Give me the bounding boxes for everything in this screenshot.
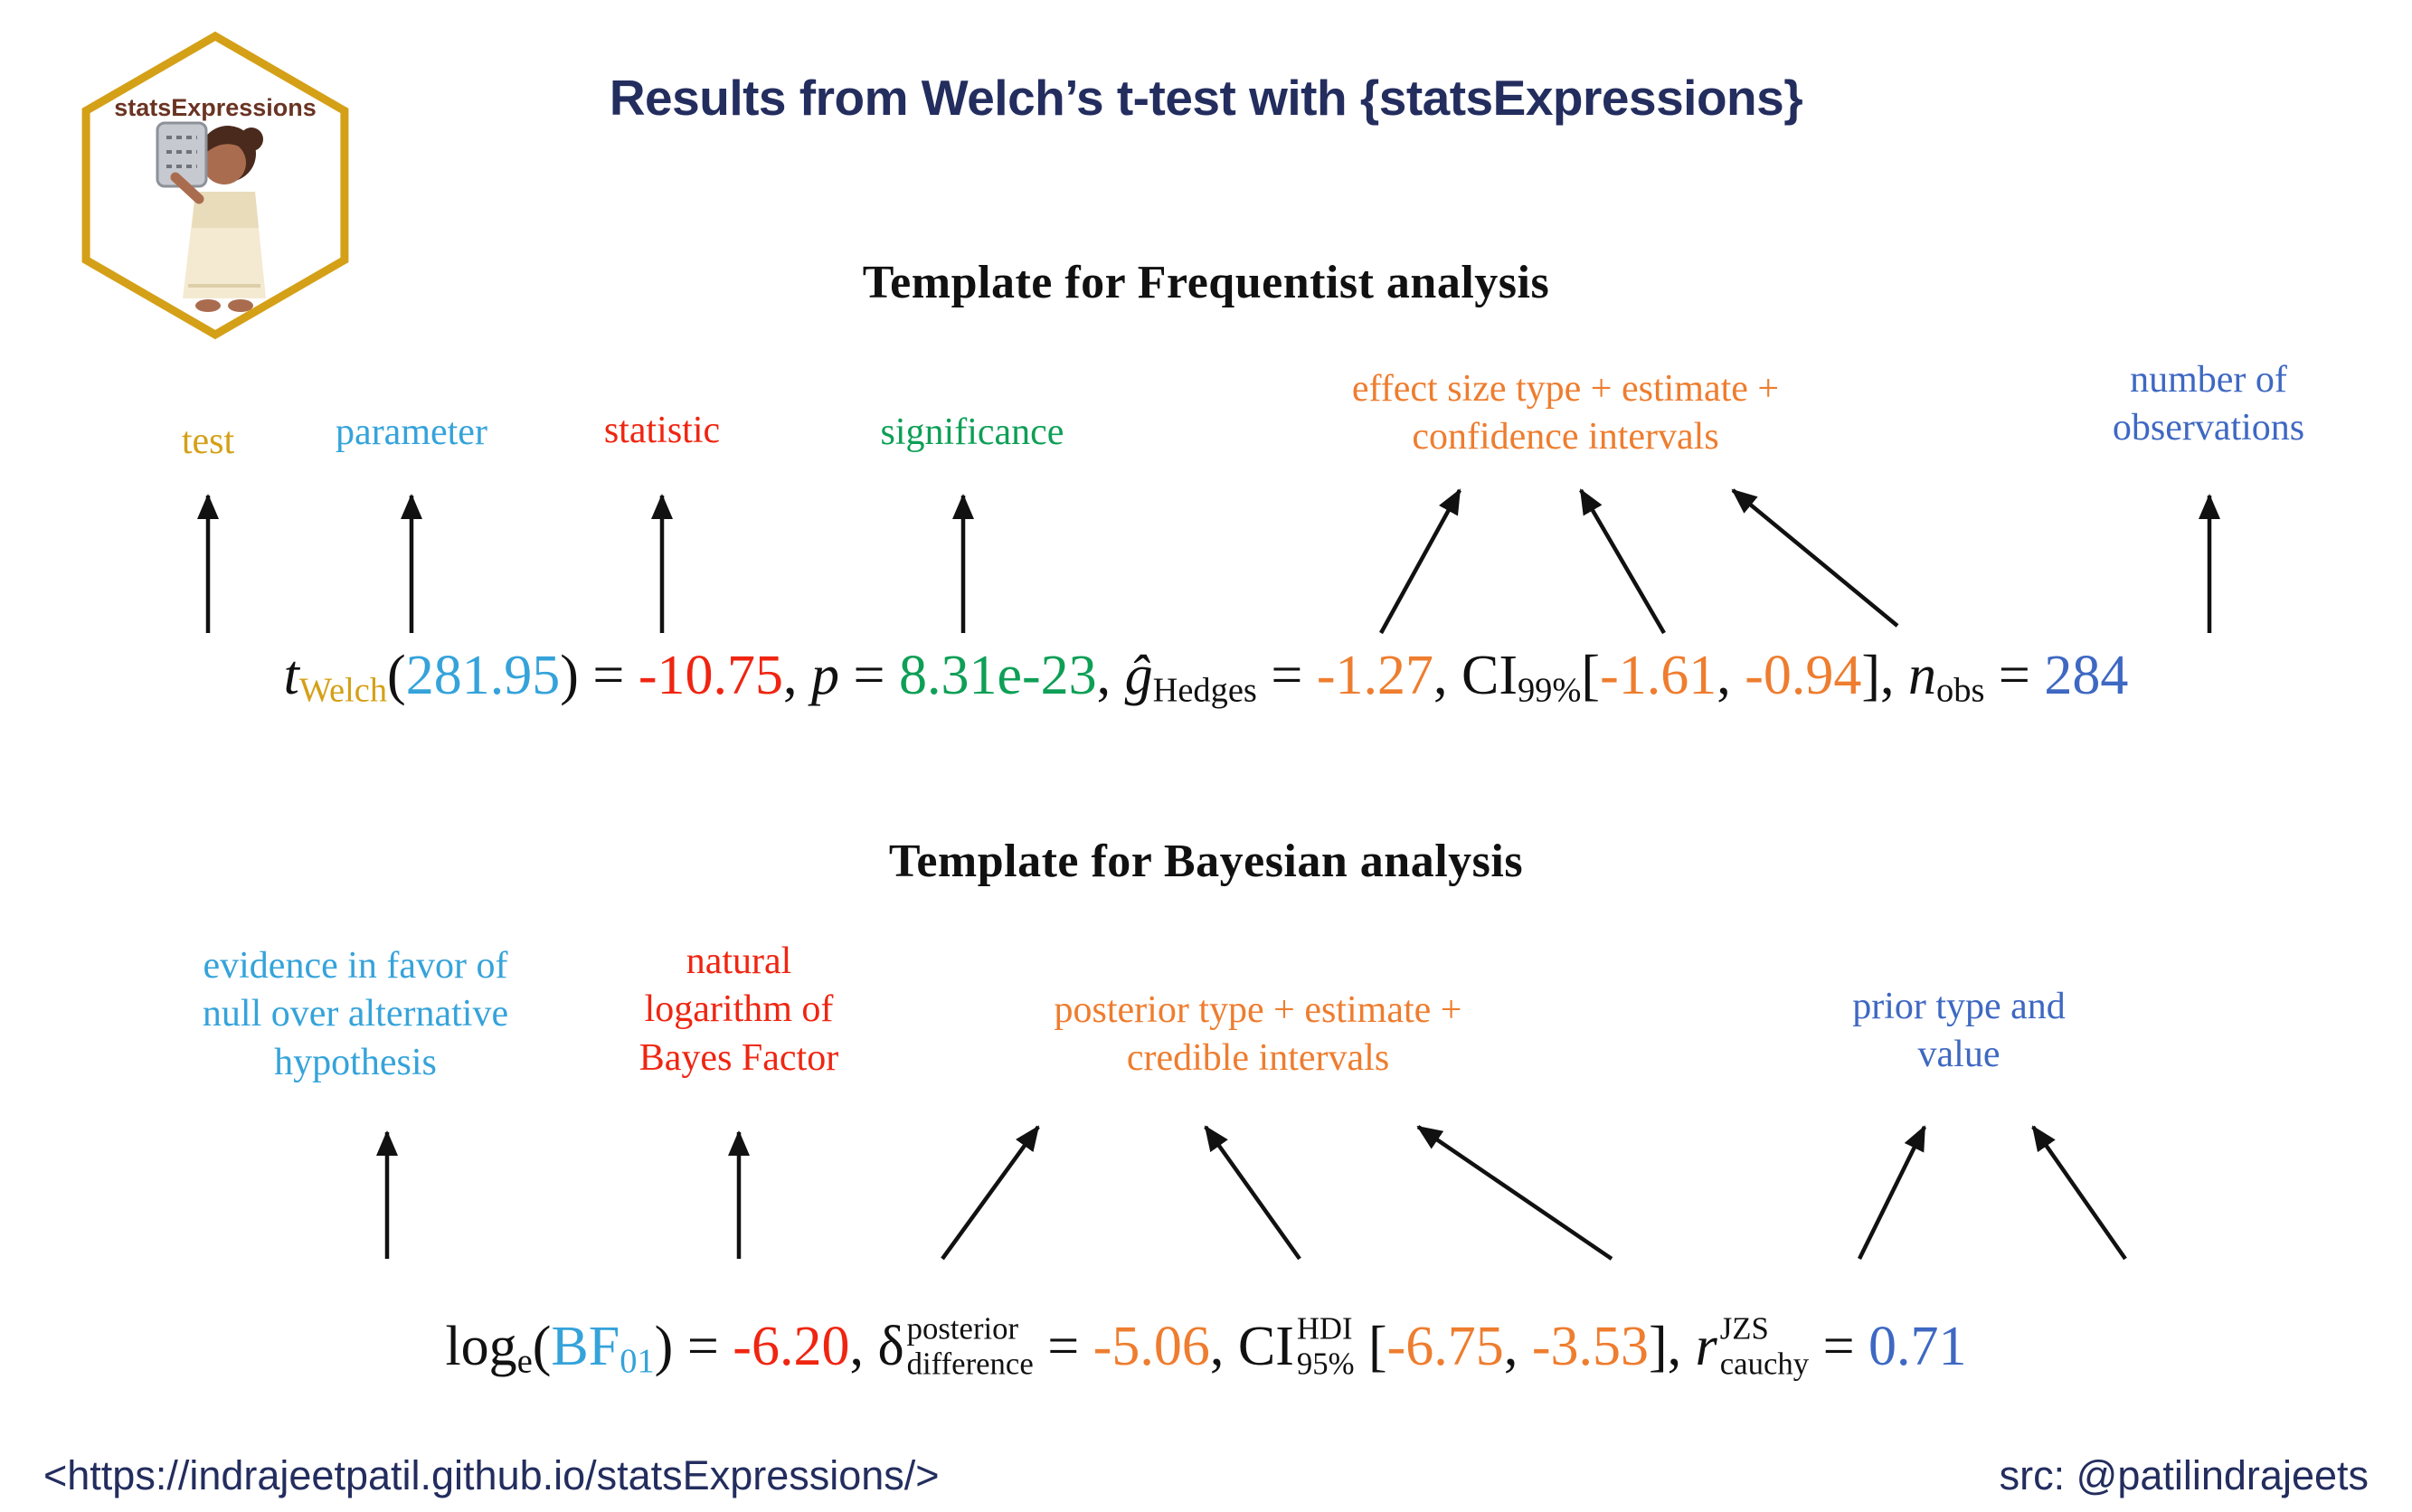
logo-hexagon — [81, 31, 349, 340]
label-statistic: statistic — [603, 410, 721, 451]
footer: <https://indrajeetpatil.github.io/statsE… — [43, 1452, 2369, 1499]
label-n-obs: number of observations — [2112, 359, 2305, 449]
mascot-arm — [170, 172, 204, 204]
logo: statsExpressions — [71, 18, 362, 351]
arrow-effect-size-2 — [1579, 488, 1666, 635]
label-evidence: evidence in favor of null over alternati… — [202, 945, 509, 1083]
logo-mascot — [156, 121, 266, 312]
label-significance: significance — [880, 411, 1064, 453]
label-posterior: posterior type + estimate + credible int… — [1054, 989, 1462, 1080]
label-log-bf: natural logarithm of Bayes Factor — [638, 940, 839, 1079]
arrow-effect-size-3 — [1731, 488, 1899, 628]
frequentist-formula: tWelch(281.95) = -10.75, p = 8.31e-23, ĝ… — [283, 645, 2129, 710]
arrow-posterior-1 — [941, 1125, 1040, 1261]
page-title: Results from Welch’s t-test with {statsE… — [609, 70, 1803, 126]
logo-text: statsExpressions — [114, 94, 317, 121]
frequentist-heading: Template for Frequentist analysis — [862, 257, 1550, 308]
mascot-face — [203, 141, 246, 184]
label-test: test — [181, 421, 235, 462]
bayesian-heading: Template for Bayesian analysis — [888, 836, 1524, 887]
arrow-prior-1 — [1857, 1125, 1927, 1260]
label-effect-size: effect size type + estimate + confidence… — [1351, 368, 1780, 458]
arrow-prior-2 — [2031, 1125, 2127, 1261]
arrow-posterior-2 — [1204, 1125, 1301, 1261]
label-parameter: parameter — [336, 411, 487, 453]
label-prior: prior type and value — [1852, 986, 2066, 1076]
footer-url: <https://indrajeetpatil.github.io/statsE… — [43, 1452, 940, 1498]
footer-credit: src: @patilindrajeets — [1999, 1452, 2369, 1498]
arrow-effect-size-1 — [1379, 488, 1461, 635]
arrow-posterior-3 — [1416, 1125, 1613, 1261]
